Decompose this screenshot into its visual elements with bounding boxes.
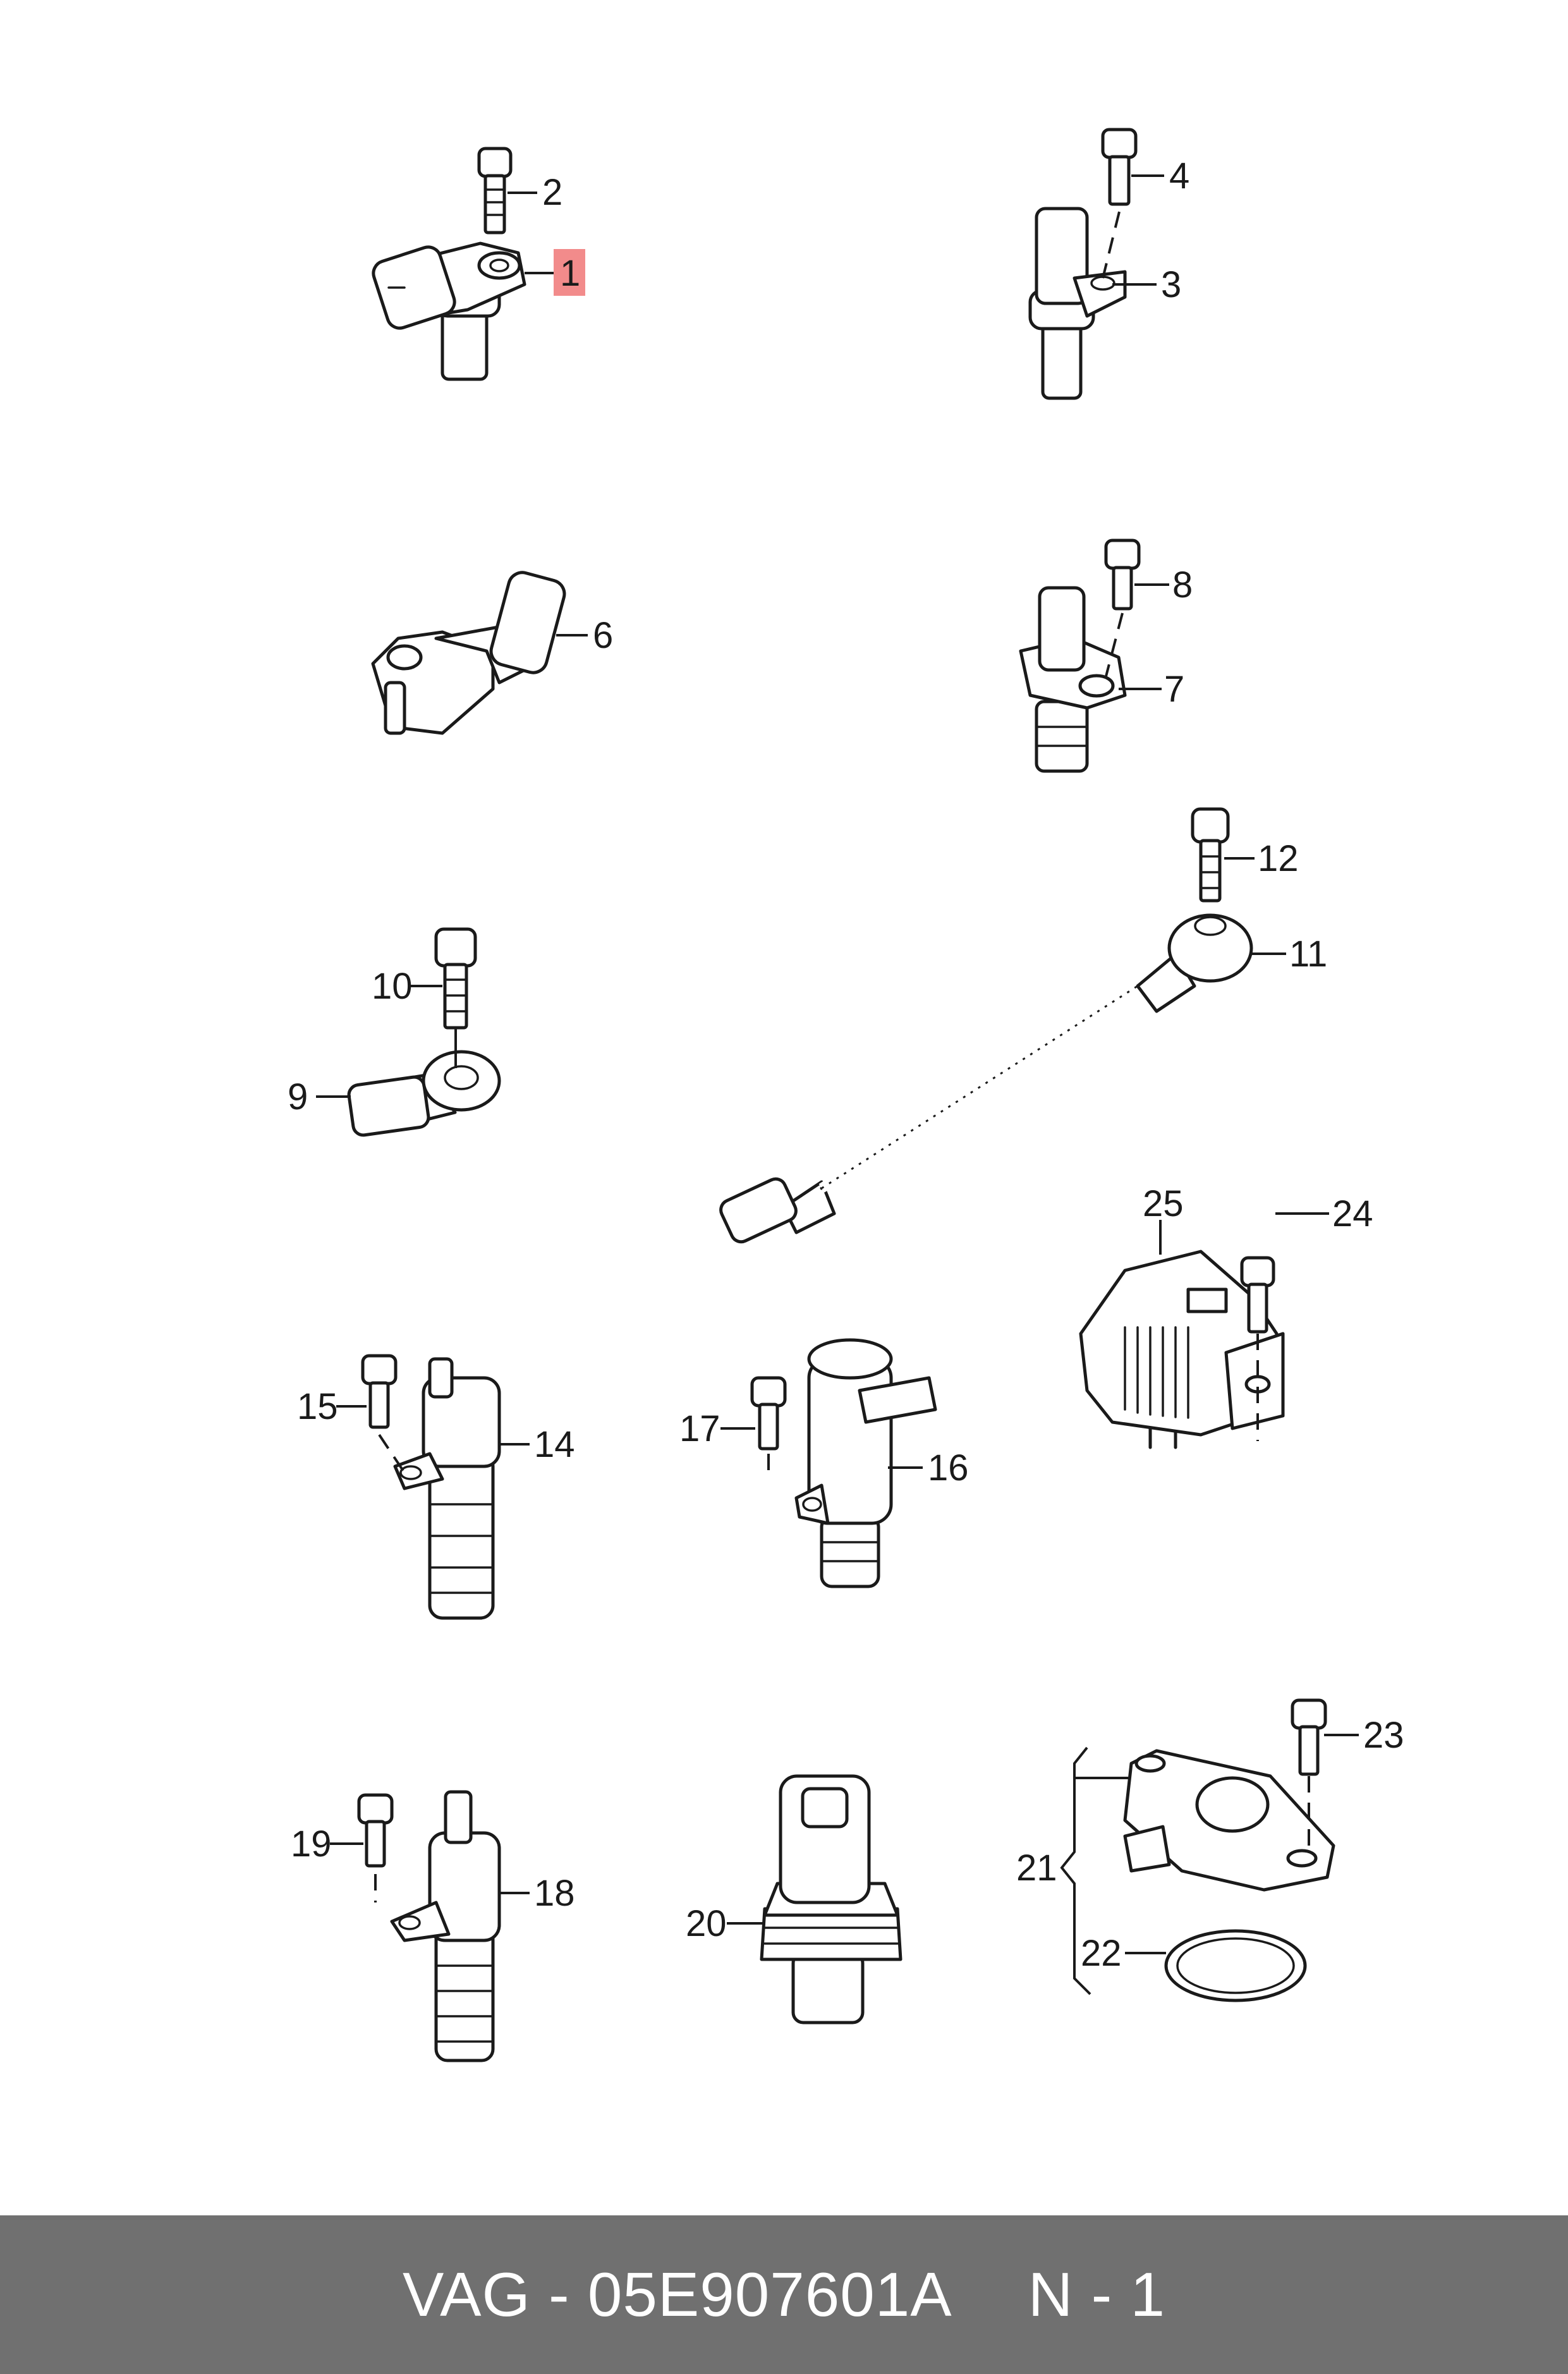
part-4-bolt [1101,128,1138,206]
part-7-sensor [1019,586,1127,773]
callout-20: 20 [686,1903,727,1944]
callout-12: 12 [1258,838,1299,879]
part-20-switch [760,1774,903,2024]
part-9-knock-sensor [347,1050,501,1137]
part-8-bolt [1104,539,1141,611]
part-22-seal [1164,1929,1307,2002]
part-17-bolt [750,1376,787,1451]
part-12-bolt [1191,807,1230,903]
callout-23: 23 [1363,1715,1404,1756]
callout-25: 24 [1332,1193,1373,1234]
callout-18: 18 [534,1873,575,1914]
callout-24: 25 [1143,1183,1184,1224]
part-15-bolt [361,1354,398,1429]
footer-page-ref: N - 1 [1028,2260,1165,2329]
callout-10: 10 [372,966,413,1007]
callout-15: 15 [297,1386,338,1427]
part-16-valve [794,1338,937,1588]
callout-17: 17 [679,1408,720,1449]
part-11-sensor-cable [719,913,1253,1244]
part-1-sensor [372,241,526,381]
part-3-sensor [1028,207,1127,400]
callout-6: 6 [593,615,613,656]
part-2-bolt [477,147,513,234]
part-24-module [1079,1250,1285,1449]
highlight-box [554,249,585,296]
callout-2: 2 [542,172,562,213]
callout-19: 19 [291,1823,332,1865]
part-6-sensor [371,571,566,735]
footer-part-number: VAG - 05E907601A [403,2260,952,2329]
callout-14: 14 [534,1424,575,1465]
part-10-bolt [434,927,477,1030]
callout-3: 3 [1161,264,1181,305]
part-25-bolt [1240,1256,1275,1334]
callout-4: 4 [1169,155,1189,197]
part-18-valve [390,1790,501,2062]
callout-21: 21 [1016,1847,1057,1889]
callout-22: 22 [1081,1933,1122,1974]
part-23-bolt [1291,1698,1327,1776]
callout-9: 9 [288,1076,308,1117]
part-14-valve [393,1357,501,1620]
part-21-housing [1123,1749,1335,1892]
parts-diagram: 1 2 3 4 6 7 8 [288,128,1404,2062]
callout-8: 8 [1172,564,1193,606]
callout-16: 16 [928,1447,969,1488]
callout-1: 1 [560,253,580,294]
callout-11: 11 [1289,934,1327,975]
footer-bar: VAG - 05E907601A N - 1 [0,2215,1568,2374]
part-19-bolt [357,1793,394,1868]
callout-7: 7 [1164,669,1184,710]
